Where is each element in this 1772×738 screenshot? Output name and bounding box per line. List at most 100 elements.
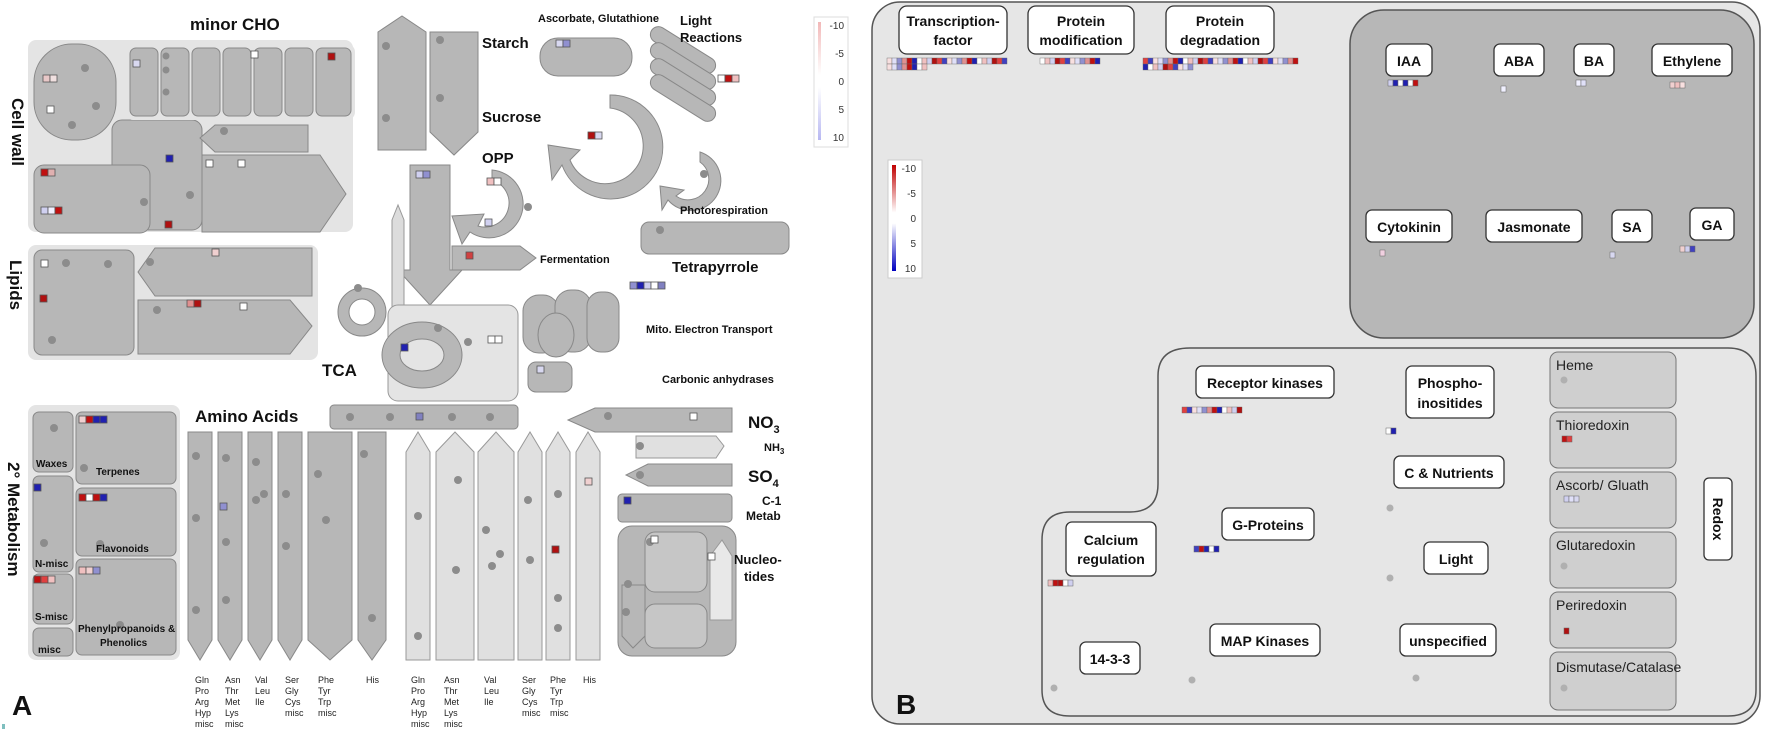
amino-acid-label: Leu	[255, 686, 270, 696]
light-reactions-stack	[649, 26, 717, 122]
phenyl-box	[75, 558, 177, 656]
heat-tile	[896, 63, 903, 71]
amino-acid-label: Ile	[255, 697, 265, 707]
heat-tile	[1094, 57, 1101, 65]
redox-thioredoxin-box	[1549, 411, 1677, 469]
heat-tile	[991, 57, 998, 65]
heat-tile	[1172, 57, 1179, 65]
panel-b: Transcription- factor Protein modificati…	[871, 1, 1761, 725]
label-transcription-2: factor	[934, 32, 973, 48]
tetrapyrrole-box	[640, 221, 790, 255]
heat-tile	[1157, 57, 1164, 65]
label-dismutase: Dismutase/Catalase	[1556, 659, 1681, 675]
label-ascorb-gluath: Ascorb/ Gluath	[1556, 477, 1649, 493]
amino-acid-label: Thr	[444, 686, 458, 696]
amino-acid-label: Hyp	[411, 708, 427, 718]
heat-tile	[1217, 57, 1224, 65]
label-c-nutrients: C & Nutrients	[1404, 465, 1494, 481]
heat-tile	[1049, 57, 1056, 65]
amino-acid-label: Gln	[411, 675, 425, 685]
heat-tile	[1177, 63, 1184, 71]
heat-tile	[1177, 57, 1184, 65]
heat-tile	[886, 63, 893, 71]
label-c1-metab: Metab	[746, 509, 781, 523]
heat-tile	[1262, 57, 1269, 65]
panel-a-dots	[40, 36, 708, 640]
glycolysis-thin-arrow	[391, 203, 405, 311]
label-mito: Mito. Electron Transport	[646, 324, 773, 336]
heat-tile	[901, 57, 908, 65]
lipids-arrow	[137, 247, 313, 297]
label-no3: NO3	[748, 413, 780, 436]
amino-acid-label: Cys	[285, 697, 301, 707]
heat-tile	[911, 63, 918, 71]
label-minor-cho: minor CHO	[190, 15, 280, 34]
heat-tile	[1167, 57, 1174, 65]
misc-box	[32, 627, 74, 657]
amino-acid-label: Pro	[411, 686, 425, 696]
label-protein-modification: Protein	[1057, 13, 1105, 29]
heat-tile	[1089, 57, 1096, 65]
panel-b-label-boxes	[898, 5, 1735, 675]
smisc-box	[32, 573, 74, 625]
label-g-proteins: G-Proteins	[1232, 517, 1304, 533]
heat-tile	[1182, 57, 1189, 65]
nucleotides-up-arrow	[709, 539, 733, 621]
heat-tile	[901, 63, 908, 71]
heat-tile	[1084, 57, 1091, 65]
label-sa: SA	[1622, 219, 1641, 235]
label-protein-degradation: Protein	[1196, 13, 1244, 29]
heat-tile	[1044, 57, 1051, 65]
heat-tile	[906, 57, 913, 65]
amino-acid-label: Tyr	[318, 686, 331, 696]
tca-bar	[329, 404, 519, 430]
label-thioredoxin: Thioredoxin	[1556, 417, 1629, 433]
label-smisc: S-misc	[35, 612, 68, 623]
redox-glutaredoxin-box	[1549, 531, 1677, 589]
heat-tile	[1172, 63, 1179, 71]
redox-ascorb-box	[1549, 471, 1677, 529]
heat-tile	[1187, 57, 1194, 65]
no3-arrow	[566, 407, 733, 433]
heat-tile	[1162, 57, 1169, 65]
heat-tile	[1242, 57, 1249, 65]
label-periredoxin: Periredoxin	[1556, 597, 1627, 613]
label-calcium-2: regulation	[1077, 551, 1145, 567]
label-flavonoids: Flavonoids	[96, 544, 149, 555]
label-nucleotides-2: tides	[744, 569, 774, 584]
label-lipids: Lipids	[6, 260, 25, 310]
flavonoids-box	[75, 487, 177, 557]
heat-tile	[886, 57, 893, 65]
amino-acid-label: Lys	[225, 708, 239, 718]
label-misc: misc	[38, 645, 61, 656]
label-phosphoinositides-2: inositides	[1417, 395, 1483, 411]
heat-tile	[1167, 63, 1174, 71]
scale-tick-label: 0	[910, 214, 916, 225]
heat-tile	[1236, 406, 1243, 414]
label-protein-modification-2: modification	[1039, 32, 1122, 48]
amino-acid-label: Thr	[225, 686, 239, 696]
heat-tile	[921, 63, 928, 71]
heat-tile	[1237, 57, 1244, 65]
scale-tick-label: -5	[907, 189, 916, 200]
amino-acid-label: Val	[484, 675, 496, 685]
amino-acid-label: Asn	[444, 675, 460, 685]
panel-b-scale-gradient	[892, 165, 896, 271]
amino-acid-label: misc	[285, 708, 304, 718]
panel-b-heat-tiles	[1047, 79, 1696, 635]
tca-ring-inner	[348, 298, 376, 326]
heat-tile	[1216, 406, 1223, 414]
minor-cho-box	[129, 47, 159, 117]
heat-tile	[1292, 57, 1299, 65]
ascorbate-box	[539, 37, 633, 77]
heat-tile	[1079, 57, 1086, 65]
heat-tile	[1182, 63, 1189, 71]
hormone-region	[1349, 9, 1755, 339]
amino-acid-label: misc	[195, 719, 214, 729]
label-c1: C-1	[762, 494, 782, 508]
label-aba: ABA	[1504, 53, 1534, 69]
heat-tile	[1152, 63, 1159, 71]
label-14-3-3: 14-3-3	[1090, 651, 1131, 667]
amino-acid-label: misc	[444, 719, 463, 729]
